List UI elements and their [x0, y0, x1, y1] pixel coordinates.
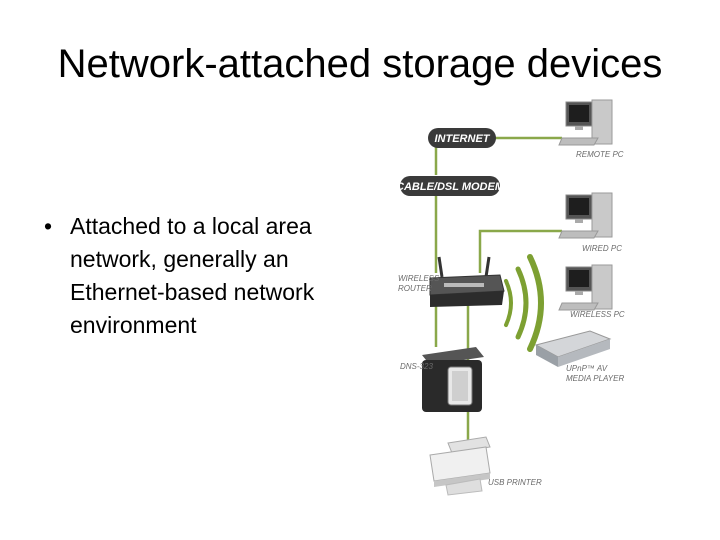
- wireless-pc-label: WIRELESS PC: [570, 310, 625, 319]
- wireless-router-label-line2: ROUTER: [398, 284, 432, 293]
- internet-label: INTERNET: [435, 133, 491, 145]
- bullet-item: • Attached to a local area network, gene…: [44, 210, 374, 342]
- modem-label: CABLE/DSL MODEM: [396, 181, 505, 193]
- remote-pc-label: REMOTE PC: [576, 150, 624, 159]
- media-player-label-line2: MEDIA PLAYER: [566, 374, 624, 383]
- wired-pc-label: WIRED PC: [582, 244, 622, 253]
- network-diagram: INTERNET CABLE/DSL MODEM REMOTE PC WIRED…: [396, 99, 625, 496]
- wire-router-wired-pc: [478, 229, 562, 273]
- internet-pill: INTERNET: [428, 128, 496, 148]
- wireless-router-label-line1: WIRELESS: [398, 274, 440, 283]
- bullet-marker: •: [44, 213, 53, 239]
- media-player-label-line1: UPnP™ AV: [566, 364, 608, 373]
- wireless-pc-icon: [558, 264, 613, 311]
- modem-pill: CABLE/DSL MODEM: [396, 176, 505, 196]
- usb-printer-label: USB PRINTER: [488, 478, 542, 487]
- slide-title: Network-attached storage devices: [57, 42, 663, 86]
- nas-label: DNS-323: [400, 362, 433, 371]
- wireless-waves-icon: [504, 254, 544, 352]
- nas-device-icon: [422, 347, 484, 412]
- wired-pc-icon: [558, 192, 613, 239]
- bullet-text: Attached to a local area network, genera…: [70, 213, 315, 338]
- remote-pc-icon: [558, 99, 613, 146]
- media-player-icon: [534, 330, 612, 367]
- printer-icon: [429, 436, 491, 496]
- router-icon: [429, 256, 505, 307]
